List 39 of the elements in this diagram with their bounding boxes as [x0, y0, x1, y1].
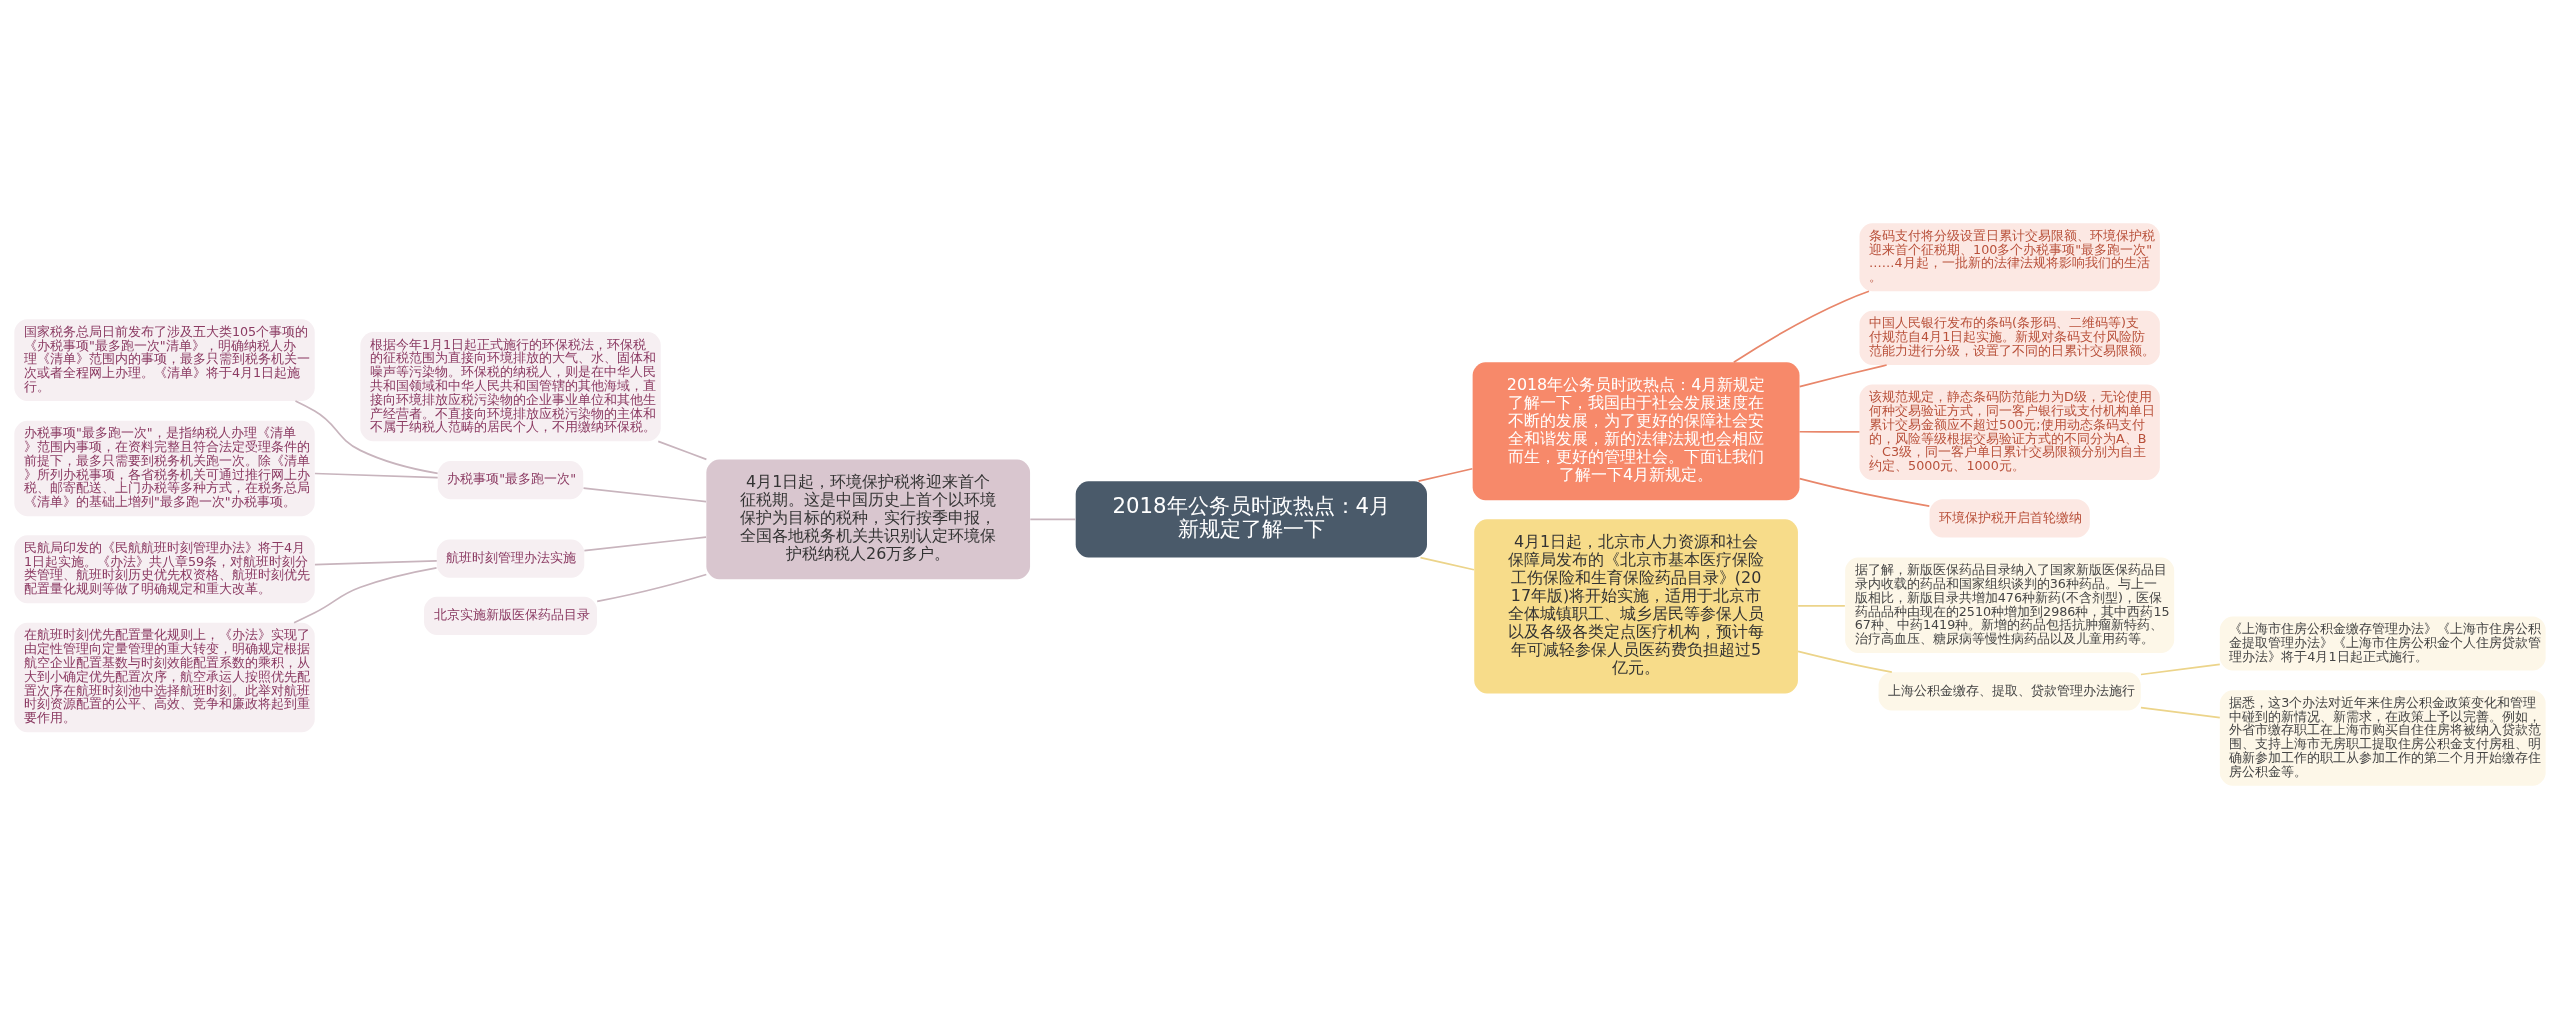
connector	[1798, 477, 1931, 507]
node-box: 航班时刻管理办法实施	[436, 539, 585, 578]
connector	[596, 573, 708, 603]
connector	[1798, 364, 1888, 388]
node-box: 北京实施新版医保药品目录	[424, 596, 598, 636]
node-box: 办税事项"最多跑一次"，是指纳税人办理《清单》范围内事项，在资料完整且符合法定受理条件的前提下，最多只需要到税务机关跑一次。除《清单》所列办税事项，各省税务机关可通过推行网上办税、邮寄配送、上门办税等多种方式，在税务总局《清单》的基础上增列"最多跑一次"办税事项。	[14, 420, 315, 517]
connector	[2140, 663, 2221, 676]
node-box: 4月1日起，北京市人力资源和社会保障局发布的《北京市基本医疗保险工伤保险和生育保险药品目录》(2017年版)将开始实施，适用于北京市全体城镇职工、城乡居民等参保人员以及各级各类定点医疗机构，预计每年可减轻参保人员医药费负担超过5亿元。	[1474, 519, 1798, 694]
node-box: 国家税务总局日前发布了涉及五大类105个事项的《办税事项"最多跑一次"清单》，明确纳税人办理《清单》范围内的事项，最多只需到税务机关一次或者全程网上办理。《清单》将于4月1日起施行。	[14, 319, 315, 401]
node-box: 据了解，新版医保药品目录纳入了国家新版医保药品目录内收载的药品和国家组织谈判的36种药品。与上一版相比，新版目录共增加476种新药(不含剂型)，医保药品品种由现在的2510种增加到2986种，其中西药1567种、中药1419种。新增的药品包括抗肿瘤新特药、治疗高血压、糖尿病等慢性病药品以及儿童用药等。	[1845, 557, 2175, 654]
node-box: 《上海市住房公积金缴存管理办法》《上海市住房公积金提取管理办法》《上海市住房公积金个人住房贷款管理办法》将于4月1日起正式施行。	[2219, 616, 2546, 671]
node-box: 该规范规定，静态条码防范能力为D级，无论使用何种交易验证方式，同一客户银行或支付机构单日累计交易金额应不超过500元;使用动态条码支付的，风险等级根据交易验证方式的不同分为A、B、C3级，同一客户单日累计交易限额分别为自主约定、5000元、1000元。	[1859, 384, 2160, 481]
connector	[1417, 467, 1474, 482]
connector	[583, 536, 707, 552]
node-box: 环境保护税开启首轮缴纳	[1929, 499, 2090, 538]
connector	[2140, 706, 2221, 719]
connector	[1797, 604, 1846, 607]
node-box: 2018年公务员时政热点：4月新规定了解一下，我国由于社会发展速度在不断的发展，为了更好的保障社会安全和谐发展，新的法律法规也会相应而生，更好的管理社会。下面让我们了解一下4月新规定。	[1472, 362, 1800, 501]
connector	[1732, 290, 1870, 364]
node-box: 据悉，这3个办法对近年来住房公积金政策变化和管理中碰到的新情况、新需求，在政策上予以完善。例如，外省市缴存职工在上海市购买自住住房将被纳入贷款范围、支持上海市无房职工提取住房公积金支付房租、明确新参加工作的职工从参加工作的第二个月开始缴存住房公积金等。	[2219, 690, 2546, 786]
connector	[1029, 518, 1077, 521]
node-box: 根据今年1月1日起正式施行的环保税法，环保税的征税范围为直接向环境排放的大气、水、固体和噪声等污染物。环保税的纳税人，则是在中华人民共和国领域和中华人民共和国管辖的其他海域，直接向环境排放应税污染物的企业事业单位和其他生产经营者。不直接向环境排放应税污染物的主体和不属于纳税人范畴的居民个人，不用缴纳环保税。	[360, 332, 661, 442]
connector	[1798, 430, 1861, 433]
node-box: 2018年公务员时政热点：4月新规定了解一下	[1075, 481, 1427, 558]
connector	[582, 487, 707, 503]
node-box: 4月1日起，环境保护税将迎来首个征税期。这是中国历史上首个以环境保护为目标的税种，实行按季申报，全国各地税务机关共识别认定环境保护税纳税人26万多户。	[706, 459, 1031, 580]
node-box: 条码支付将分级设置日累计交易限额、环境保护税迎来首个征税期、100多个办税事项"最多跑一次"……4月起，一批新的法律法规将影响我们的生活。	[1859, 223, 2160, 292]
connector	[314, 560, 438, 566]
node-box: 上海公积金缴存、提取、贷款管理办法施行	[1878, 672, 2141, 711]
connector	[314, 472, 439, 479]
connector	[1797, 650, 1893, 673]
node-box: 中国人民银行发布的条码(条形码、二维码等)支付规范自4月1日起实施。新规对条码支付风险防范能力进行分级，设置了不同的日累计交易限额。	[1859, 310, 2160, 365]
node-box: 在航班时刻优先配置量化规则上，《办法》实现了由定性管理向定量管理的重大转变，明确规定根据航空企业配置基数与时刻效能配置系数的乘积，从大到小确定优先配置次序，航空承运人按照优先配置次序在航班时刻池中选择航班时刻。此举对航班时刻资源配置的公平、高效、竞争和廉政将起到重要作用。	[14, 622, 315, 733]
connector	[293, 567, 438, 624]
connector	[294, 400, 439, 475]
connector	[1419, 556, 1475, 571]
node-box: 民航局印发的《民航航班时刻管理办法》将于4月1日起实施。《办法》共八章59条，对航班时刻分类管理、航班时刻历史优先权资格、航班时刻优先配置量化规则等做了明确规定和重大改革。	[14, 535, 315, 604]
connector	[657, 440, 708, 461]
node-box: 办税事项"最多跑一次"	[437, 461, 584, 500]
